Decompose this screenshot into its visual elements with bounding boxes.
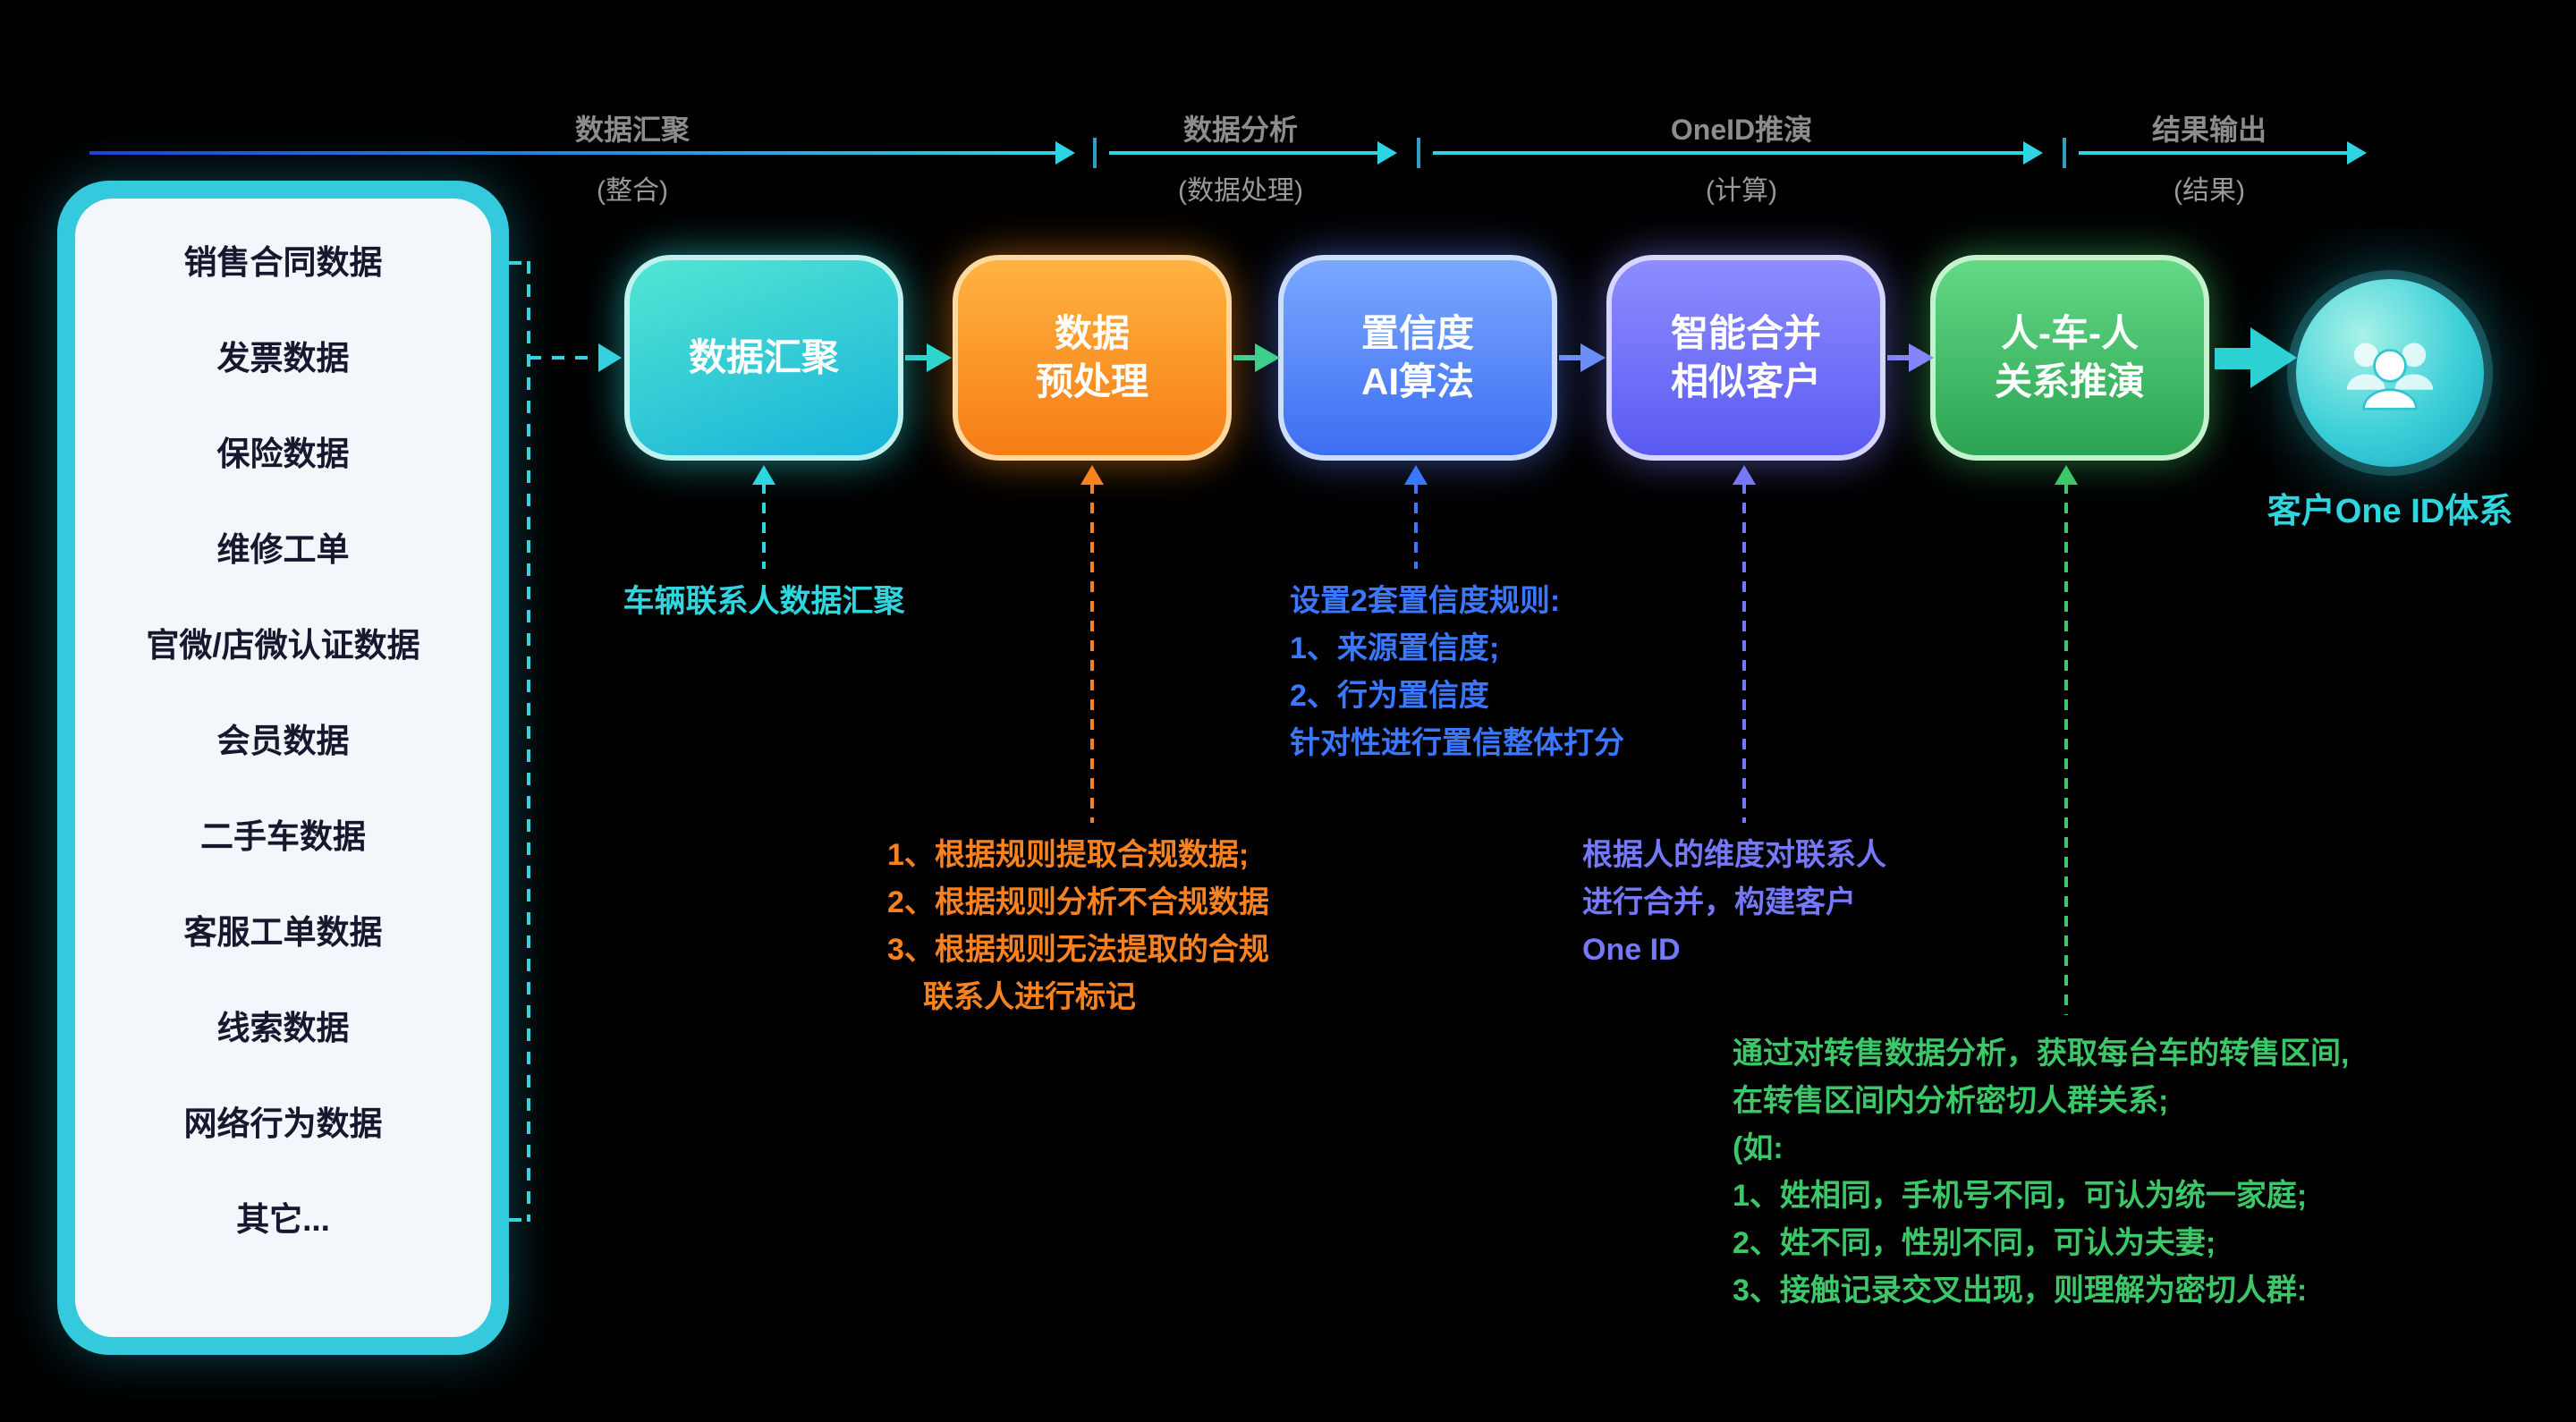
- dashed-connector: [1090, 483, 1094, 823]
- data-sources-panel: 销售合同数据 发票数据 保险数据 维修工单 官微/店微认证数据 会员数据 二手车…: [57, 181, 509, 1355]
- note-preprocessing: 1、根据规则提取合规数据; 2、根据规则分析不合规数据 3、根据规则无法提取的合…: [887, 832, 1269, 1021]
- note-merge: 根据人的维度对联系人 进行合并，构建客户 One ID: [1582, 832, 1886, 974]
- step-arrow: [905, 355, 927, 360]
- step-arrow: [1887, 355, 1909, 360]
- step-label: 数据汇聚: [688, 336, 839, 378]
- note-line: 1、姓相同，手机号不同，可认为统一家庭;: [1733, 1179, 2308, 1213]
- phase-separator: [2063, 138, 2066, 168]
- note-line: 针对性进行置信整体打分: [1290, 726, 1624, 760]
- dashed-connector: [2064, 483, 2068, 1015]
- dashed-connector: [1742, 483, 1746, 823]
- phase-arrow-line-1: [89, 151, 1055, 155]
- note-line: 在转售区间内分析密切人群关系;: [1733, 1084, 2169, 1118]
- dashed-connector: [762, 483, 766, 569]
- phase-sub-oneid: (计算): [1706, 176, 1777, 206]
- arrow-right-icon: [1580, 343, 1606, 372]
- source-item: 会员数据: [216, 723, 350, 759]
- source-item: 二手车数据: [200, 818, 366, 855]
- result-arrow: [2215, 348, 2250, 369]
- step-relation-inference: 人-车-人 关系推演: [1930, 255, 2209, 461]
- customer-oneid-badge: [2296, 279, 2484, 467]
- arrow-right-icon: [598, 343, 622, 372]
- note-relations: 通过对转售数据分析，获取每台车的转售区间, 在转售区间内分析密切人群关系; (如…: [1733, 1030, 2349, 1315]
- data-sources-list: 销售合同数据 发票数据 保险数据 维修工单 官微/店微认证数据 会员数据 二手车…: [75, 199, 491, 1337]
- step-arrow: [1559, 355, 1580, 360]
- source-item: 发票数据: [216, 340, 350, 377]
- source-item: 官微/店微认证数据: [146, 627, 420, 664]
- arrow-right-icon: [2023, 141, 2043, 165]
- phase-sub-analysis: (数据处理): [1178, 176, 1303, 206]
- note-line: 联系人进行标记: [923, 980, 1136, 1014]
- arrow-right-icon: [927, 343, 952, 372]
- step-label: 置信度: [1360, 312, 1474, 354]
- step-smart-merge: 智能合并 相似客户: [1606, 255, 1885, 461]
- dashed-connector: [509, 1218, 529, 1222]
- note-line: 进行合并，构建客户: [1582, 885, 1856, 919]
- dashed-connector: [527, 261, 530, 1222]
- note-line: 2、根据规则分析不合规数据: [887, 885, 1269, 919]
- step-label: 相似客户: [1670, 360, 1821, 402]
- phase-separator: [1417, 138, 1420, 168]
- arrow-up-icon: [1080, 465, 1104, 485]
- source-item: 销售合同数据: [183, 244, 383, 281]
- phase-label-aggregation: 数据汇聚: [574, 114, 691, 146]
- arrow-up-icon: [2055, 465, 2078, 485]
- phase-arrow-line-2: [1109, 151, 1377, 155]
- step-label: AI算法: [1360, 360, 1474, 402]
- arrow-right-icon: [1055, 141, 1075, 165]
- step-arrow: [1233, 355, 1255, 360]
- customers-icon: [2346, 343, 2434, 411]
- note-aggregation: 车辆联系人数据汇聚: [623, 584, 905, 619]
- step-label: 预处理: [1035, 360, 1148, 402]
- step-data-preprocessing: 数据 预处理: [953, 255, 1232, 461]
- note-line: 1、根据规则提取合规数据;: [887, 838, 1250, 872]
- source-item: 保险数据: [216, 436, 350, 472]
- step-label: 智能合并: [1670, 312, 1821, 354]
- source-item: 其它...: [236, 1201, 330, 1238]
- source-item: 客服工单数据: [183, 914, 383, 951]
- result-label: 客户One ID体系: [2267, 493, 2513, 530]
- phase-label-analysis: 数据分析: [1182, 114, 1299, 146]
- note-line: 3、根据规则无法提取的合规: [887, 933, 1269, 967]
- note-line: 2、姓不同，性别不同，可认为夫妻;: [1733, 1226, 2216, 1260]
- note-line: 1、来源置信度;: [1290, 631, 1500, 665]
- phase-separator: [1093, 138, 1097, 168]
- arrow-right-icon: [2250, 327, 2297, 388]
- note-line: 2、行为置信度: [1290, 679, 1489, 713]
- note-line: (如:: [1733, 1131, 1784, 1165]
- source-item: 网络行为数据: [183, 1105, 383, 1142]
- note-line: One ID: [1582, 933, 1681, 967]
- dashed-connector: [529, 356, 598, 360]
- note-line: 3、接触记录交叉出现，则理解为密切人群:: [1733, 1274, 2308, 1308]
- arrow-up-icon: [752, 465, 775, 485]
- dashed-connector: [1414, 483, 1418, 569]
- note-confidence: 设置2套置信度规则: 1、来源置信度; 2、行为置信度 针对性进行置信整体打分: [1290, 578, 1624, 767]
- step-label: 数据: [1054, 312, 1130, 354]
- arrow-up-icon: [1404, 465, 1428, 485]
- arrow-right-icon: [1909, 343, 1934, 372]
- phase-arrow-line-3: [1433, 151, 2023, 155]
- phase-label-oneid: OneID推演: [1670, 114, 1813, 146]
- step-confidence-ai: 置信度 AI算法: [1278, 255, 1557, 461]
- arrow-up-icon: [1733, 465, 1756, 485]
- phase-sub-output: (结果): [2174, 176, 2245, 206]
- source-item: 线索数据: [216, 1010, 350, 1046]
- phase-arrow-line-4: [2079, 151, 2347, 155]
- step-data-aggregation: 数据汇聚: [624, 255, 903, 461]
- step-label: 人-车-人: [2001, 312, 2139, 354]
- arrow-right-icon: [1377, 141, 1397, 165]
- arrow-right-icon: [2347, 141, 2367, 165]
- phase-sub-aggregation: (整合): [597, 176, 668, 206]
- arrow-right-icon: [1255, 343, 1280, 372]
- source-item: 维修工单: [216, 531, 350, 568]
- step-label: 关系推演: [1994, 360, 2145, 402]
- dashed-connector: [509, 261, 529, 265]
- note-line: 通过对转售数据分析，获取每台车的转售区间,: [1733, 1037, 2350, 1071]
- phase-label-output: 结果输出: [2151, 114, 2267, 146]
- note-line: 根据人的维度对联系人: [1582, 838, 1886, 872]
- note-line: 设置2套置信度规则:: [1290, 584, 1561, 618]
